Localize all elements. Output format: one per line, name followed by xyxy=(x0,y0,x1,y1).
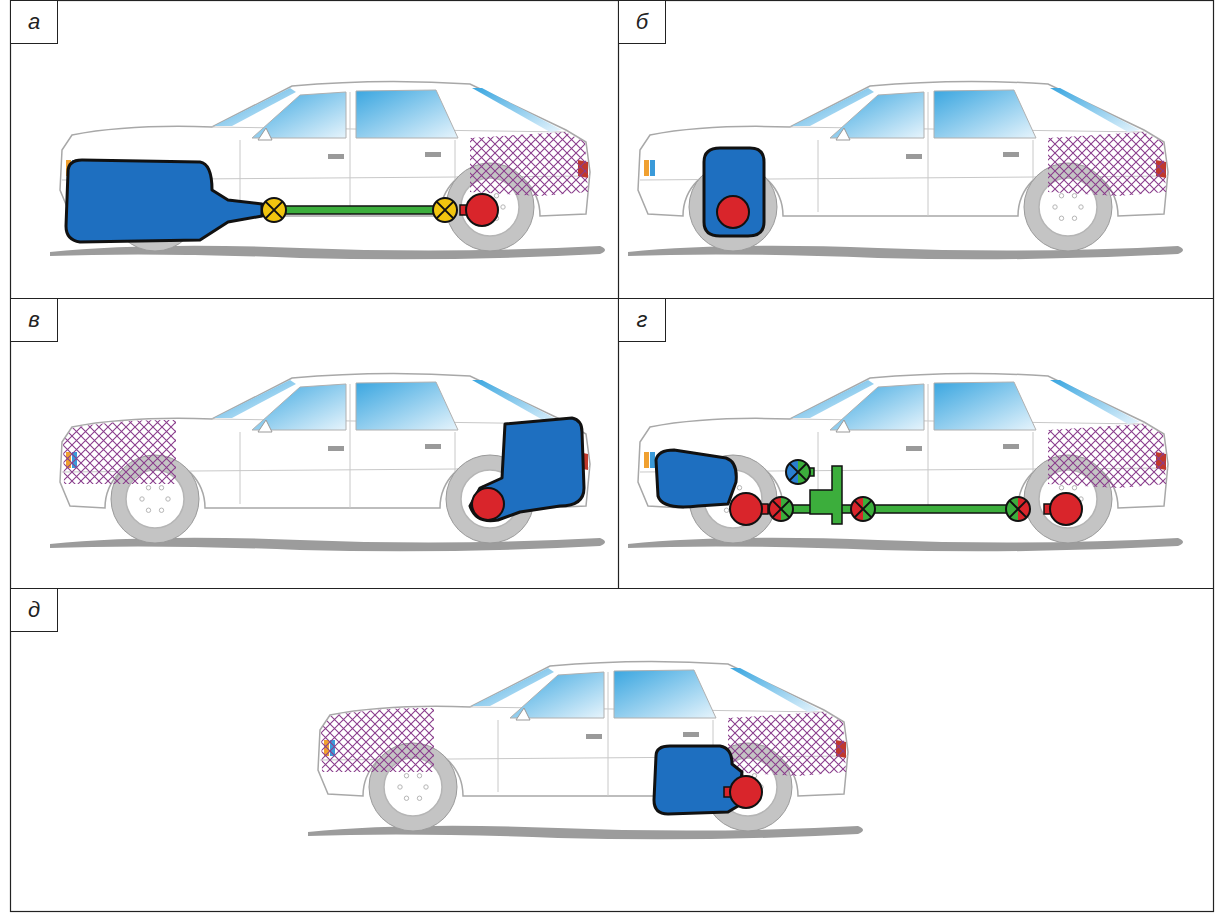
panel-label-box: д xyxy=(10,588,58,632)
panel-letter: г xyxy=(637,309,648,331)
panel-letter: б xyxy=(636,11,648,33)
car xyxy=(628,81,1183,259)
panel-label-box: в xyxy=(10,298,58,342)
car xyxy=(628,373,1183,551)
panel-label-box: а xyxy=(10,0,58,44)
panel-label-box: г xyxy=(618,298,666,342)
car xyxy=(50,373,605,551)
panel-frames xyxy=(10,0,1214,912)
car xyxy=(50,81,605,259)
panel-label-box: б xyxy=(618,0,666,44)
car xyxy=(308,661,863,839)
panel-letter: а xyxy=(28,11,40,33)
panel-letter: д xyxy=(28,599,40,621)
panel-letter: в xyxy=(28,309,39,331)
